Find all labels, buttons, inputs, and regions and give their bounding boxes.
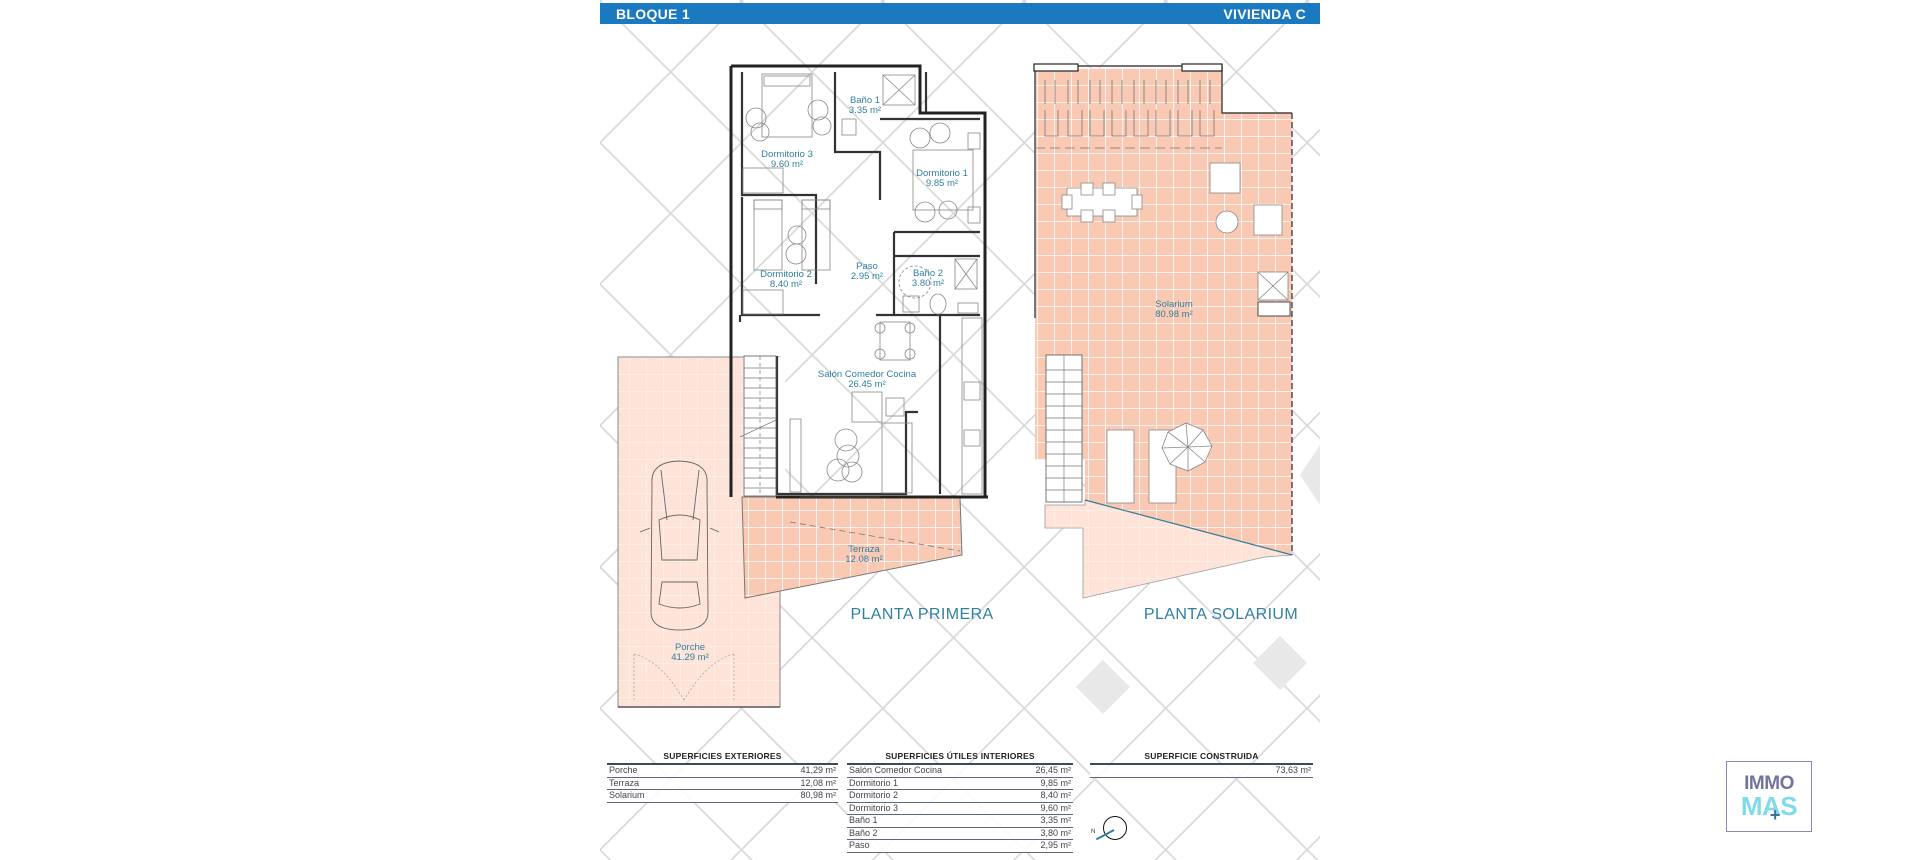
table-superficie-construida: SUPERFICIE CONSTRUIDA 73,63 m² <box>1090 751 1313 778</box>
table-row: Dormitorio 3 9,60 m² <box>847 802 1073 815</box>
north-arrow-icon <box>1103 816 1127 840</box>
row-value: 73,63 m² <box>1275 765 1311 775</box>
plan-title-solarium: PLANTA SOLARIUM <box>1143 606 1299 623</box>
car-icon <box>639 460 720 631</box>
row-value: 41,29 m² <box>800 765 836 775</box>
room-area: 9.60 m² <box>770 159 804 170</box>
table-row: 73,63 m² <box>1090 765 1313 778</box>
table-row: Baño 1 3,35 m² <box>847 815 1073 828</box>
room-name: Paso <box>856 261 878 272</box>
row-label: Baño 2 <box>849 827 878 838</box>
unit-title: VIVIENDA C <box>1223 5 1306 22</box>
immomas-logo: IMMO MAS + <box>1726 761 1812 832</box>
room-name: Dormitorio 2 <box>760 269 812 280</box>
row-label: Terraza <box>609 777 640 788</box>
table-row: Porche 41,29 m² <box>607 765 838 778</box>
table-superficies-exteriores: SUPERFICIES EXTERIORES Porche 41,29 m² T… <box>607 751 838 803</box>
plus-icon: + <box>1769 805 1781 825</box>
row-value: 2,95 m² <box>1040 840 1071 850</box>
table-row: Terraza 12,08 m² <box>607 777 838 790</box>
room-name: Dormitorio 3 <box>761 149 813 160</box>
table-title: SUPERFICIES EXTERIORES <box>607 751 838 765</box>
room-label-dormitorio-3: Dormitorio 3 9.60 m² <box>761 150 813 170</box>
north-label: N <box>1091 829 1096 835</box>
room-label-salon-comedor-cocina: Salón Comedor Cocina 26.45 m² <box>818 370 916 390</box>
room-label-dormitorio-2: Dormitorio 2 8.40 m² <box>760 270 812 290</box>
room-area: 80.98 m² <box>1155 309 1193 320</box>
table-row: Salón Comedor Cocina 26,45 m² <box>847 765 1073 778</box>
room-area: 8.40 m² <box>769 279 803 290</box>
table-row: Dormitorio 2 8,40 m² <box>847 790 1073 803</box>
row-label: Dormitorio 2 <box>849 790 899 800</box>
row-label: Porche <box>609 765 638 775</box>
room-area: 3.35 m² <box>848 105 882 116</box>
room-label-dormitorio-1: Dormitorio 1 9.85 m² <box>916 169 968 189</box>
room-label-bano-2: Baño 2 3.80 m² <box>912 269 944 289</box>
logo-line-1: IMMO <box>1744 773 1794 794</box>
planta-primera-drawing <box>617 64 988 708</box>
row-label: Baño 1 <box>849 815 878 825</box>
room-name: Dormitorio 1 <box>916 168 968 179</box>
table-row: Baño 2 3,80 m² <box>847 827 1073 840</box>
table-superficies-utiles-interiores: SUPERFICIES ÚTILES INTERIORES Salón Come… <box>847 751 1073 853</box>
room-area: 9.85 m² <box>925 178 959 189</box>
row-label: Dormitorio 3 <box>849 802 899 813</box>
table-row: Dormitorio 1 9,85 m² <box>847 777 1073 790</box>
row-value: 3,35 m² <box>1040 815 1071 825</box>
row-value: 8,40 m² <box>1040 790 1071 800</box>
room-label-paso: Paso 2.95 m² <box>851 262 883 282</box>
room-label-terraza: Terraza 12.08 m² <box>845 545 883 565</box>
page-header-bar: BLOQUE 1 VIVIENDA C <box>600 3 1320 24</box>
row-value: 12,08 m² <box>800 777 836 788</box>
logo-line-2: MAS + <box>1740 791 1798 825</box>
room-name: Salón Comedor Cocina <box>817 369 917 380</box>
row-label: Paso <box>849 840 870 850</box>
table-title: SUPERFICIE CONSTRUIDA <box>1090 751 1313 765</box>
row-label: Solarium <box>609 790 645 800</box>
row-value: 9,60 m² <box>1040 802 1071 813</box>
row-value: 80,98 m² <box>800 790 836 800</box>
logo-line-2-text: MAS <box>1740 791 1798 821</box>
room-name: Baño 1 <box>849 95 881 106</box>
room-area: 26.45 m² <box>848 379 886 390</box>
row-label: Salón Comedor Cocina <box>849 765 943 775</box>
room-name: Baño 2 <box>912 268 944 279</box>
room-label-porche: Porche 41.29 m² <box>671 643 709 663</box>
room-area: 41.29 m² <box>671 652 709 663</box>
table-title: SUPERFICIES ÚTILES INTERIORES <box>847 751 1073 765</box>
plan-title-primera: PLANTA PRIMERA <box>850 606 994 623</box>
planta-solarium-drawing <box>1033 63 1293 599</box>
block-title: BLOQUE 1 <box>616 5 690 22</box>
table-row: Solarium 80,98 m² <box>607 790 838 803</box>
room-area: 3.80 m² <box>911 278 945 289</box>
room-name: Porche <box>674 642 706 653</box>
row-value: 26,45 m² <box>1035 765 1071 775</box>
table-row: Paso 2,95 m² <box>847 840 1073 853</box>
room-name: Solarium <box>1155 299 1193 310</box>
row-label: Dormitorio 1 <box>849 777 899 788</box>
room-area: 2.95 m² <box>850 271 884 282</box>
room-name: Terraza <box>848 544 880 555</box>
room-area: 12.08 m² <box>845 554 883 565</box>
room-label-solarium: Solarium 80.98 m² <box>1155 300 1193 320</box>
row-value: 9,85 m² <box>1040 777 1071 788</box>
row-value: 3,80 m² <box>1040 827 1071 838</box>
room-label-bano-1: Baño 1 3.35 m² <box>849 96 881 116</box>
